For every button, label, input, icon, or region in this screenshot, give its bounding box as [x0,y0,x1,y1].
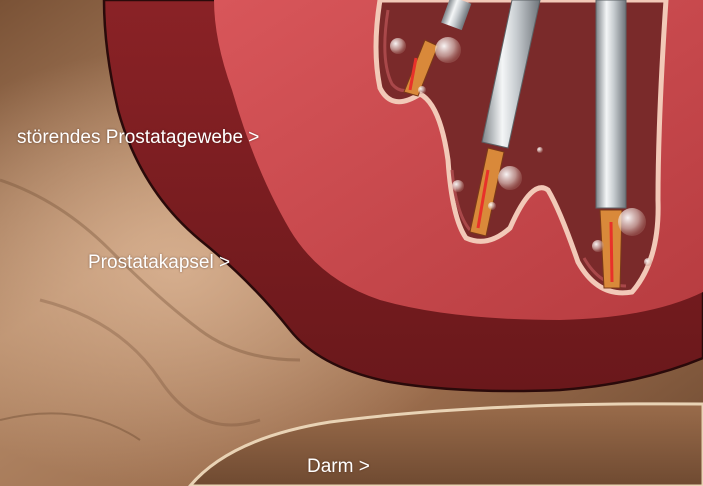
label-bowel: Darm > [307,456,370,478]
label-prostate-capsule: Prostatakapsel > [88,252,230,274]
label-obstructing-prostate-tissue: störendes Prostatagewebe > [17,127,259,149]
